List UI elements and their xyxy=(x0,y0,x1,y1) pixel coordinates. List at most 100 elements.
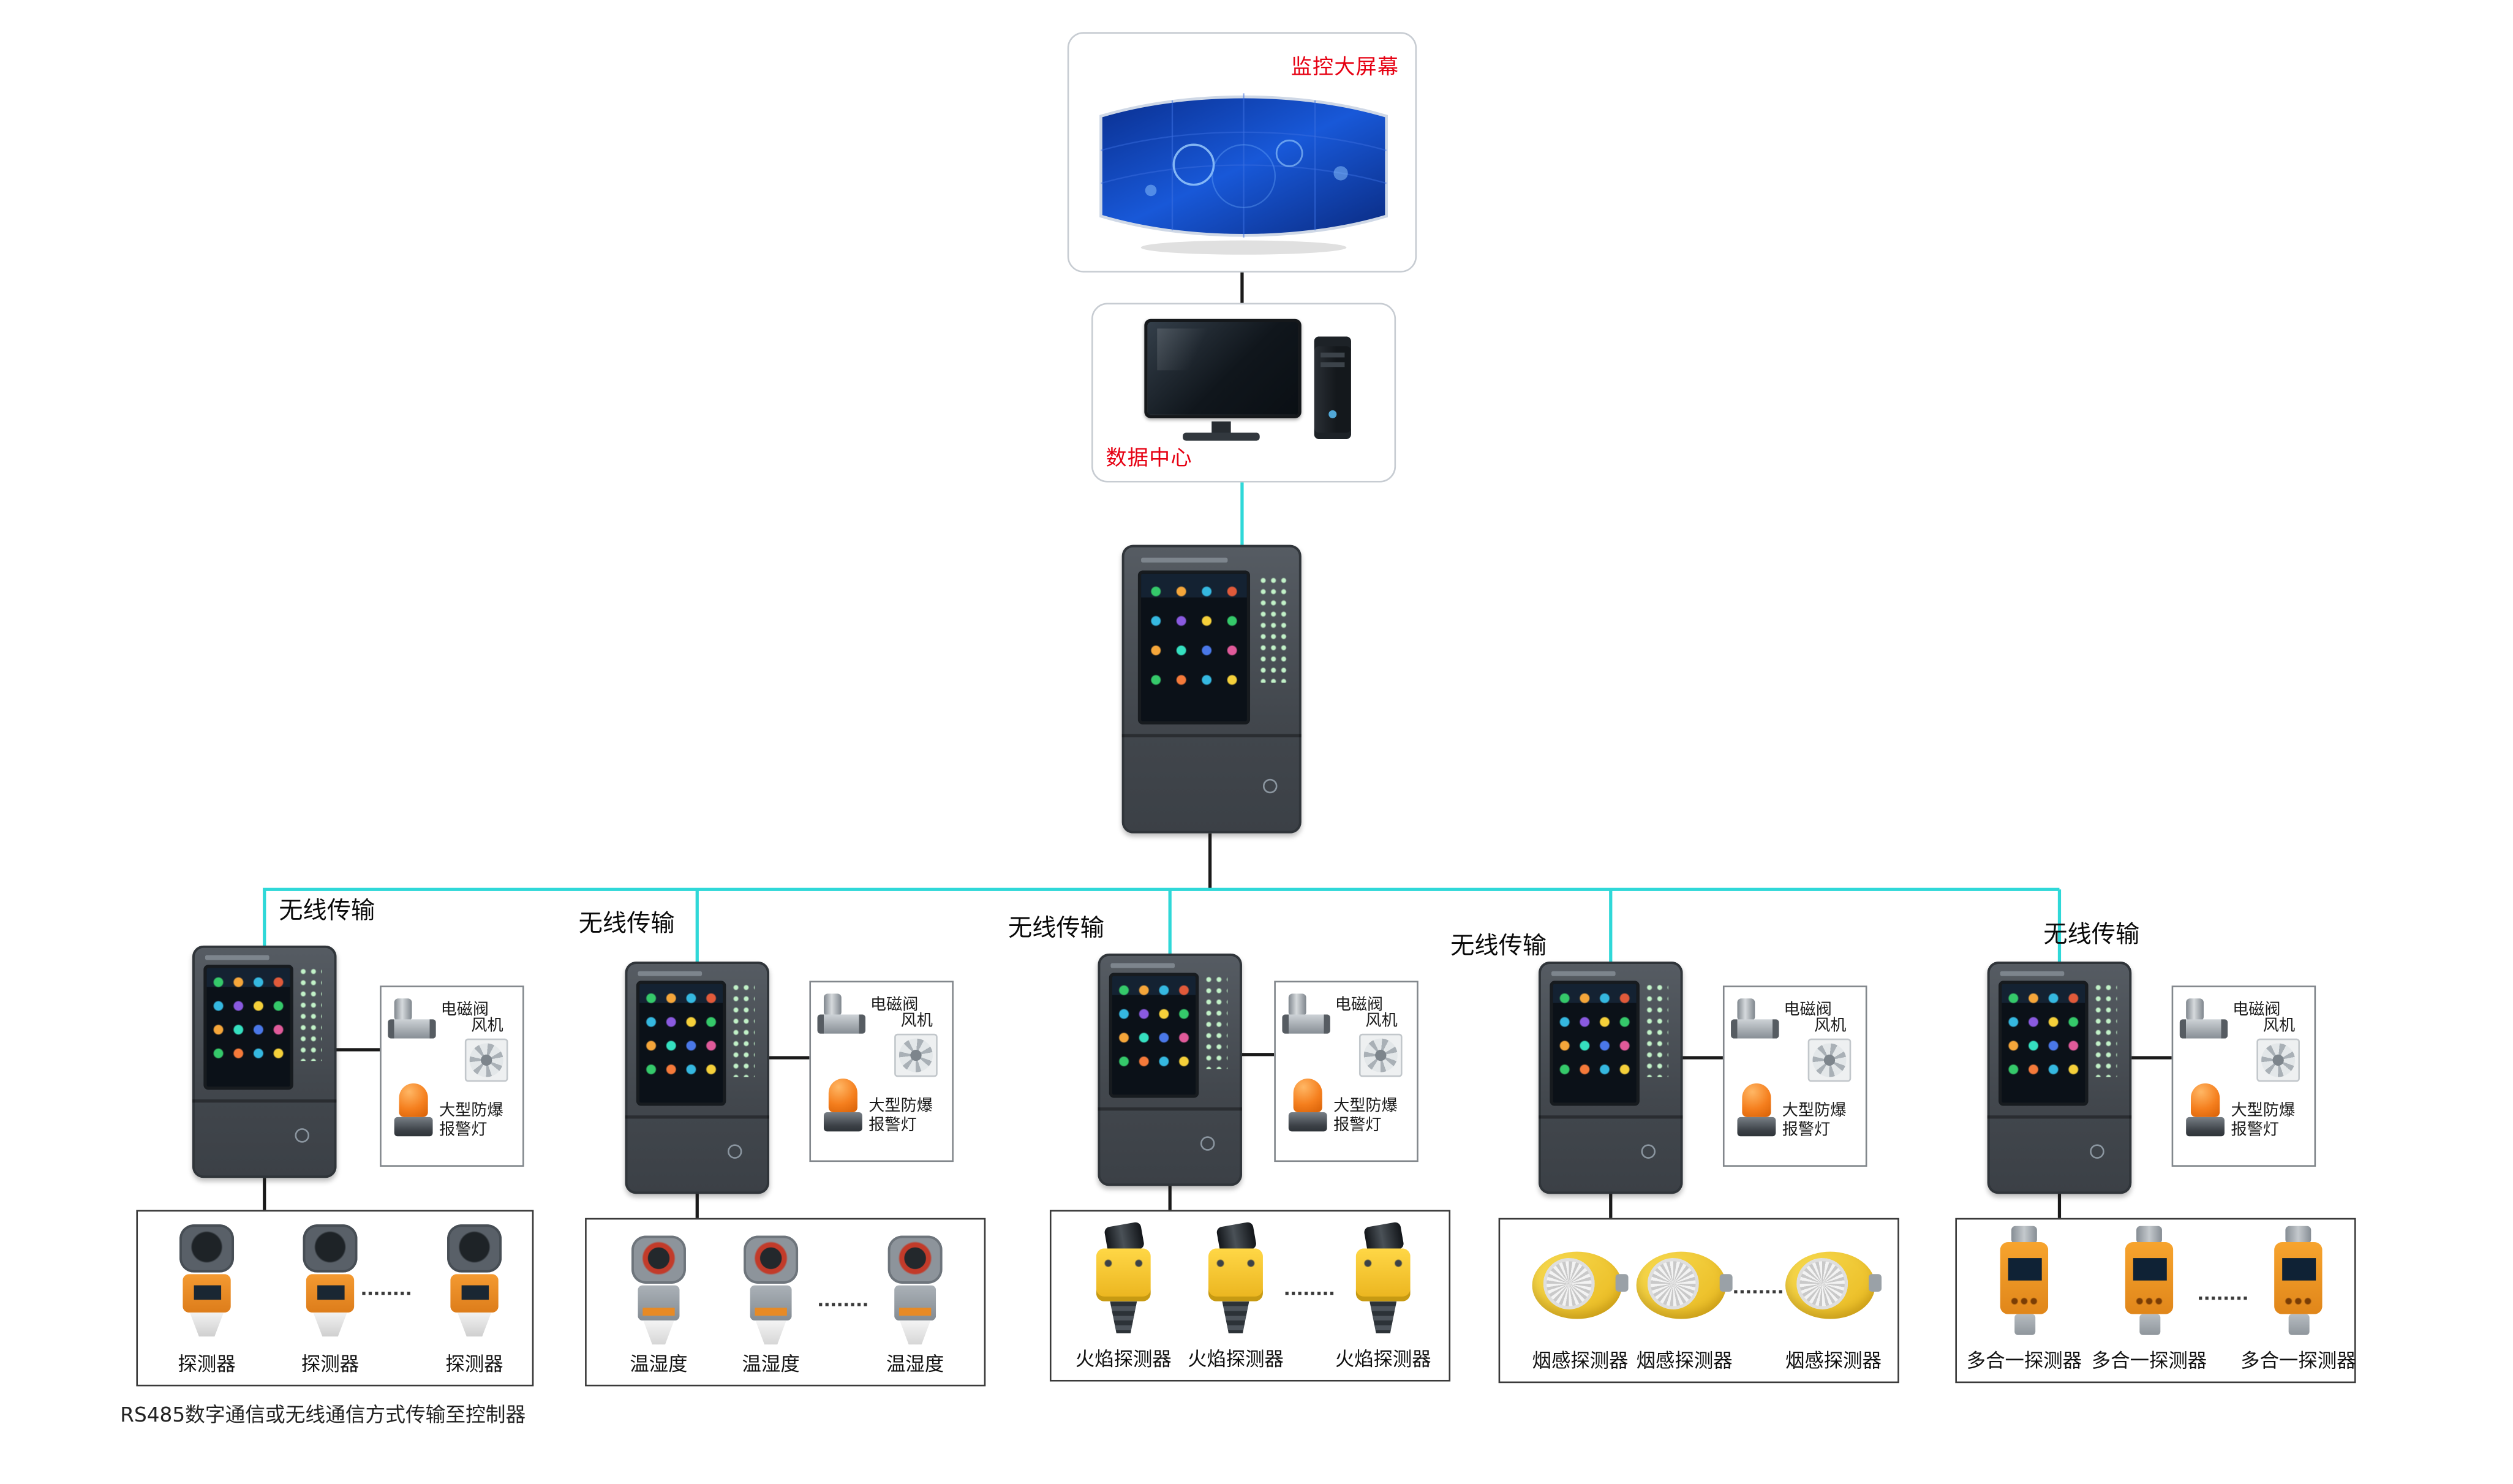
temp-humidity-sensor-image xyxy=(870,1232,960,1351)
valve-label: 电磁阀 xyxy=(1784,1001,1832,1020)
accessory-box-4: 电磁阀 风机 大型防爆 报警灯 xyxy=(1722,985,1867,1167)
flame-detector-image xyxy=(1338,1221,1428,1343)
panel-seam xyxy=(1987,1115,2132,1119)
alarm-label-line1: 大型防爆 xyxy=(1782,1102,1847,1121)
temp-humidity-sensor-image xyxy=(614,1232,704,1351)
controller-led-indicators xyxy=(300,968,322,1061)
connector-controller-to-accessory xyxy=(2131,1056,2172,1059)
alarm-label: 大型防爆 报警灯 xyxy=(2231,1102,2295,1141)
monitor-base xyxy=(1183,432,1260,441)
controller-touchscreen xyxy=(636,981,726,1106)
controller-touchscreen xyxy=(1550,981,1640,1106)
data-center-box: 数据中心 xyxy=(1091,303,1396,483)
computer-monitor-image xyxy=(1144,318,1302,418)
monitor-stand xyxy=(1211,421,1231,433)
detector-label: 火焰探测器 xyxy=(1187,1347,1284,1371)
controller-touchscreen xyxy=(203,965,293,1090)
controller-logo xyxy=(295,1128,310,1143)
connector-controller-to-accessory xyxy=(336,1048,380,1051)
panel-seam xyxy=(1539,1115,1683,1119)
fan-label: 风机 xyxy=(1814,1017,1847,1036)
zone-controller-3 xyxy=(1098,953,1242,1186)
fan-label: 风机 xyxy=(471,1017,503,1036)
computer-tower-image xyxy=(1314,336,1351,439)
connector-screen-to-datacenter xyxy=(1240,272,1243,303)
connector-controller-to-detectors xyxy=(695,1194,698,1220)
alarm-label-line2: 报警灯 xyxy=(2231,1121,2279,1140)
panel-label-strip xyxy=(1110,963,1175,968)
connector-controller-to-accessory xyxy=(1241,1053,1275,1056)
zone-controller-4 xyxy=(1539,962,1683,1194)
detector-label: 多合一探测器 xyxy=(2091,1349,2207,1372)
fan-image xyxy=(894,1033,938,1077)
detector-group-5: 多合一探测器 多合一探测器 多合一探测器 xyxy=(1955,1218,2356,1384)
controller-led-indicators xyxy=(1646,984,1668,1077)
connector-datacenter-to-controller xyxy=(1240,482,1243,545)
bus-drop-line-5 xyxy=(2057,889,2061,963)
controller-touchscreen xyxy=(1999,981,2089,1106)
detector-label: 温湿度 xyxy=(630,1352,688,1376)
alarm-label: 大型防爆 报警灯 xyxy=(1333,1098,1398,1136)
wireless-transmission-label: 无线传输 xyxy=(279,895,375,925)
detector-label: 探测器 xyxy=(445,1352,503,1376)
fan-label: 风机 xyxy=(2262,1017,2296,1036)
solenoid-valve-image xyxy=(2179,998,2228,1043)
solenoid-valve-image xyxy=(1282,993,1330,1038)
alarm-label-line1: 大型防爆 xyxy=(868,1098,933,1116)
detector-group-3: 火焰探测器 火焰探测器 火焰探测器 xyxy=(1049,1210,1451,1382)
detector-label: 温湿度 xyxy=(742,1352,800,1376)
ellipsis-separator xyxy=(2199,1296,2247,1300)
bus-drop-line-3 xyxy=(1168,889,1171,955)
controller-touchscreen xyxy=(1137,570,1251,725)
solenoid-valve-image xyxy=(817,993,866,1038)
ellipsis-separator xyxy=(1285,1292,1334,1295)
panel-seam xyxy=(1098,1107,1242,1111)
detector-group-1: 探测器 探测器 探测器 xyxy=(136,1210,534,1387)
flame-detector-image xyxy=(1079,1221,1169,1343)
detector-label: 多合一探测器 xyxy=(1966,1349,2082,1372)
ellipsis-separator xyxy=(1734,1290,1782,1294)
detector-group-2: 温湿度 温湿度 温湿度 xyxy=(585,1218,986,1387)
multi-in-one-detector-image xyxy=(1980,1226,2070,1345)
connector-controller-to-accessory xyxy=(1682,1056,1723,1059)
connector-controller-to-detectors xyxy=(2057,1194,2061,1220)
controller-led-indicators xyxy=(732,984,755,1077)
detector-label: 火焰探测器 xyxy=(1335,1347,1431,1371)
ellipsis-separator xyxy=(819,1303,867,1306)
alarm-label-line2: 报警灯 xyxy=(1333,1117,1382,1135)
detector-label: 温湿度 xyxy=(886,1352,944,1376)
accessory-box-2: 电磁阀 风机 大型防爆 报警灯 xyxy=(809,981,954,1162)
alarm-label-line1: 大型防爆 xyxy=(2231,1102,2296,1121)
alarm-label: 大型防爆 报警灯 xyxy=(439,1102,503,1141)
fan-image xyxy=(1807,1038,1852,1082)
smoke-detector-image xyxy=(1636,1248,1733,1322)
temp-humidity-sensor-image xyxy=(726,1232,816,1351)
panel-seam xyxy=(625,1115,770,1119)
panel-label-strip xyxy=(1551,971,1616,976)
multi-in-one-detector-image xyxy=(2104,1226,2195,1345)
connector-controller-to-bus xyxy=(1208,833,1211,890)
valve-label: 电磁阀 xyxy=(2232,1001,2281,1020)
panel-label-strip xyxy=(1141,557,1228,563)
fan-image xyxy=(464,1038,508,1082)
flame-detector-image xyxy=(1191,1221,1281,1343)
fan-image xyxy=(1358,1033,1403,1077)
connector-controller-to-detectors xyxy=(263,1178,266,1212)
detector-label: 烟感探测器 xyxy=(1785,1349,1882,1372)
alarm-label-line2: 报警灯 xyxy=(439,1121,488,1140)
zone-controller-5 xyxy=(1987,962,2132,1194)
accessory-box-3: 电磁阀 风机 大型防爆 报警灯 xyxy=(1274,981,1419,1162)
panel-label-strip xyxy=(205,955,269,960)
smoke-detector-image xyxy=(1532,1248,1629,1322)
detector-label: 烟感探测器 xyxy=(1636,1349,1733,1372)
wireless-transmission-label: 无线传输 xyxy=(578,908,675,938)
alarm-light-image xyxy=(1737,1083,1776,1138)
solenoid-valve-image xyxy=(388,998,436,1043)
valve-label: 电磁阀 xyxy=(870,996,919,1015)
alarm-light-image xyxy=(823,1079,862,1133)
main-controller xyxy=(1121,544,1302,834)
panel-seam xyxy=(192,1099,337,1103)
valve-label: 电磁阀 xyxy=(1335,996,1384,1015)
detector-label: 探测器 xyxy=(301,1352,360,1376)
